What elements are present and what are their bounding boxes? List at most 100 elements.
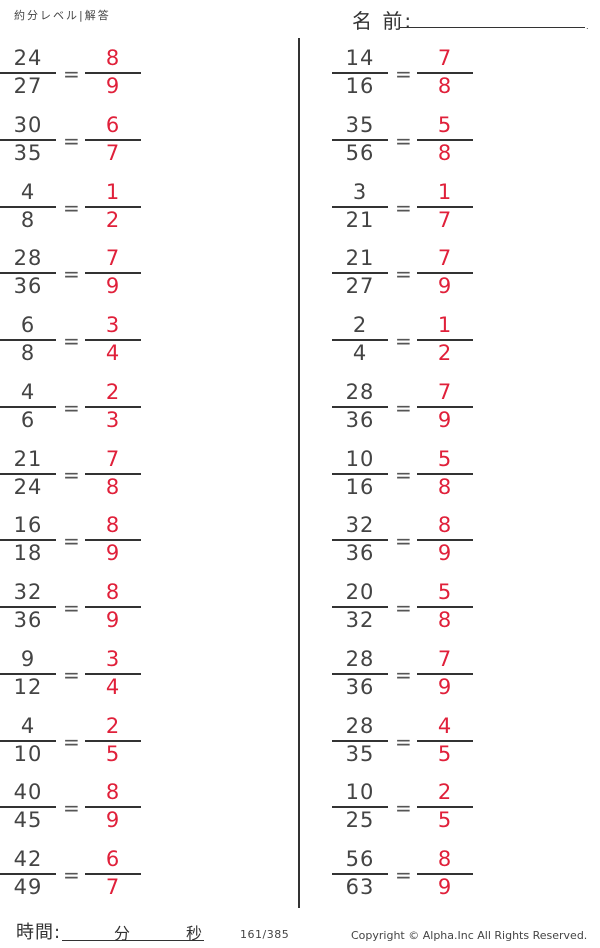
answer-numerator: 2 — [437, 780, 453, 805]
page-number: 161/385 — [240, 928, 290, 941]
fraction-bar — [417, 873, 473, 875]
answer-denominator: 8 — [105, 474, 121, 499]
fraction-bar — [85, 606, 141, 608]
answer-denominator: 8 — [437, 140, 453, 165]
problem-numerator: 14 — [345, 46, 375, 70]
problem-numerator: 30 — [13, 112, 43, 137]
equals-sign: = — [63, 596, 80, 620]
answer-denominator: 8 — [437, 608, 453, 632]
answer-denominator: 5 — [437, 741, 453, 766]
equals-sign: = — [395, 796, 412, 821]
equals-sign: = — [395, 529, 412, 554]
answer-numerator: 1 — [437, 179, 453, 204]
problem-denominator: 35 — [345, 741, 375, 766]
answer-denominator: 2 — [437, 341, 453, 365]
problem-denominator: 35 — [13, 140, 43, 165]
problem-denominator: 8 — [20, 207, 36, 232]
problem-numerator: 32 — [345, 513, 375, 538]
answer-denominator: 4 — [105, 341, 121, 365]
problem-numerator: 21 — [13, 446, 43, 471]
problem-numerator: 4 — [20, 179, 36, 204]
fraction-bar — [332, 472, 388, 475]
answer-numerator: 8 — [105, 513, 121, 538]
answer-denominator: 8 — [437, 74, 453, 98]
fraction-bar — [85, 806, 141, 809]
equals-sign: = — [63, 395, 80, 420]
equals-sign: = — [395, 395, 412, 420]
answer-numerator: 6 — [105, 112, 121, 137]
answer-denominator: 9 — [437, 407, 453, 432]
problem-denominator: 8 — [20, 341, 36, 365]
answer-denominator: 9 — [437, 875, 453, 899]
equals-sign: = — [63, 529, 80, 554]
fraction-bar — [0, 272, 56, 275]
problem-denominator: 36 — [345, 541, 375, 566]
equals-sign: = — [395, 729, 412, 754]
problem-denominator: 16 — [345, 74, 375, 98]
fraction-bar — [332, 539, 388, 542]
time-field-line[interactable] — [62, 940, 204, 941]
fraction-bar — [85, 539, 141, 542]
problem-numerator: 28 — [345, 646, 375, 671]
answer-denominator: 3 — [105, 407, 121, 432]
fraction-bar — [417, 539, 473, 542]
problem-denominator: 36 — [345, 674, 375, 699]
equals-sign: = — [395, 195, 412, 220]
name-field-line[interactable] — [400, 27, 585, 28]
fraction-bar — [332, 72, 388, 74]
equals-sign: = — [63, 462, 80, 487]
fraction-bar — [0, 205, 56, 208]
problem-denominator: 21 — [345, 207, 375, 232]
fraction-bar — [332, 138, 388, 141]
fraction-bar — [417, 739, 473, 742]
problem-numerator: 10 — [345, 780, 375, 805]
answer-numerator: 5 — [437, 580, 453, 604]
problem-numerator: 6 — [20, 313, 36, 337]
answer-denominator: 9 — [437, 541, 453, 566]
problem-denominator: 45 — [13, 808, 43, 833]
answer-denominator: 9 — [105, 74, 121, 98]
problem-denominator: 32 — [345, 608, 375, 632]
fraction-bar — [0, 72, 56, 74]
problem-denominator: 6 — [20, 407, 36, 432]
equals-sign: = — [63, 662, 80, 687]
answer-numerator: 7 — [437, 246, 453, 271]
equals-sign: = — [395, 662, 412, 687]
worksheet-title: 約分レベル|解答 — [14, 9, 111, 22]
answer-numerator: 8 — [105, 46, 121, 70]
equals-sign: = — [63, 729, 80, 754]
problem-numerator: 4 — [20, 713, 36, 738]
problem-numerator: 21 — [345, 246, 375, 271]
equals-sign: = — [395, 262, 412, 287]
fraction-bar — [0, 739, 56, 742]
time-label: 時間: — [16, 922, 62, 943]
problem-denominator: 10 — [13, 741, 43, 766]
